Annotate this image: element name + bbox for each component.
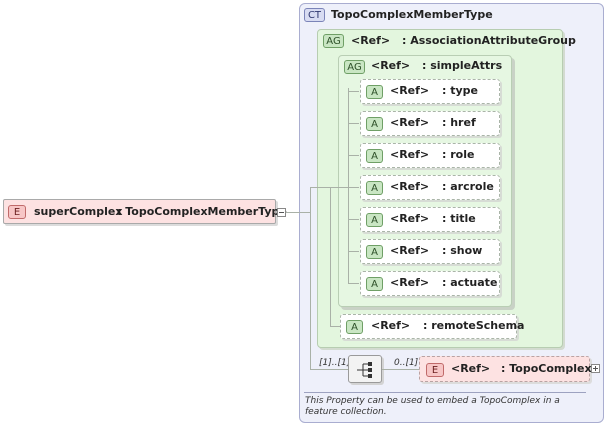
element-super-complex[interactable]: E superComplex : TopoComplexMemberType — [3, 199, 287, 224]
attribute-badge: A — [366, 149, 383, 163]
attribute-badge: A — [366, 245, 383, 259]
attrs-connector-4 — [348, 219, 359, 220]
attribute-remote-schema[interactable]: A <Ref> : remoteSchema — [340, 314, 524, 339]
simple-attrs-ref: <Ref> — [371, 59, 411, 72]
attribute-ref: <Ref> — [390, 244, 430, 257]
attrs-connector-5 — [348, 251, 359, 252]
attribute-name: : arcrole — [442, 180, 494, 193]
attribute-type[interactable]: A <Ref> : type — [360, 79, 500, 104]
attribute-ref: <Ref> — [390, 180, 430, 193]
attrs-connector-6 — [348, 283, 359, 284]
association-group-name: : AssociationAttributeGroup — [402, 34, 576, 47]
attribute-title[interactable]: A <Ref> : title — [360, 207, 500, 232]
attribute-badge: A — [366, 277, 383, 291]
attribute-name: : type — [442, 84, 478, 97]
root-to-sequence-connector — [310, 369, 348, 370]
root-connector — [286, 212, 310, 213]
attribute-name: : role — [442, 148, 475, 161]
root-to-groups-connector — [310, 187, 330, 188]
ct-connector-vertical — [330, 187, 331, 327]
attribute-name: : show — [442, 244, 483, 257]
element-name: superComplex — [34, 205, 123, 218]
attribute-name: : title — [442, 212, 476, 225]
simple-attrs-badge: AG — [344, 60, 365, 74]
attrs-connector-2 — [348, 155, 359, 156]
documentation-divider — [304, 392, 586, 393]
collapse-toggle-bar — [279, 212, 284, 213]
attribute-show[interactable]: A <Ref> : show — [360, 239, 500, 264]
sequence-compositor[interactable] — [348, 355, 382, 383]
sequence-to-element-connector — [382, 369, 419, 370]
association-group-ref: <Ref> — [351, 34, 391, 47]
complex-type-name: TopoComplexMemberType — [331, 8, 493, 21]
topo-complex-name: : TopoComplex — [501, 362, 592, 375]
sequence-icon — [357, 362, 372, 378]
root-connector-vertical — [310, 187, 311, 369]
remote-schema-connector — [330, 326, 340, 327]
sequence-multiplicity: [1]..[1] — [319, 358, 351, 368]
remote-schema-name: : remoteSchema — [423, 319, 525, 332]
expand-toggle-icon[interactable] — [591, 364, 600, 373]
attribute-actuate[interactable]: A <Ref> : actuate — [360, 271, 500, 296]
element-type: : TopoComplexMemberType — [117, 205, 287, 218]
topo-complex-badge: E — [426, 363, 444, 377]
attribute-badge: A — [366, 213, 383, 227]
topo-complex-ref: <Ref> — [451, 362, 491, 375]
simple-attrs-name: : simpleAttrs — [422, 59, 503, 72]
element-badge: E — [8, 205, 26, 219]
attribute-ref: <Ref> — [390, 276, 430, 289]
element-topo-complex[interactable]: E <Ref> : TopoComplex — [419, 356, 592, 382]
attribute-name: : actuate — [442, 276, 498, 289]
remote-schema-ref: <Ref> — [371, 319, 411, 332]
attribute-badge: A — [366, 117, 383, 131]
attribute-href[interactable]: A <Ref> : href — [360, 111, 500, 136]
remote-schema-badge: A — [346, 320, 363, 334]
complex-type-badge: CT — [304, 8, 325, 22]
attribute-ref: <Ref> — [390, 212, 430, 225]
association-group-badge: AG — [323, 34, 344, 48]
attribute-ref: <Ref> — [390, 148, 430, 161]
attrs-connector-0 — [348, 91, 359, 92]
attribute-role[interactable]: A <Ref> : role — [360, 143, 500, 168]
attrs-connector-3 — [330, 187, 359, 188]
attribute-badge: A — [366, 85, 383, 99]
attribute-ref: <Ref> — [390, 116, 430, 129]
topo-complex-multiplicity: 0..[1] — [394, 358, 419, 368]
attribute-ref: <Ref> — [390, 84, 430, 97]
documentation-text: This Property can be used to embed a Top… — [305, 396, 560, 417]
attribute-badge: A — [366, 181, 383, 195]
attribute-name: : href — [442, 116, 476, 129]
attribute-arcrole[interactable]: A <Ref> : arcrole — [360, 175, 500, 200]
attrs-connector-1 — [348, 123, 359, 124]
attrs-connector-vertical — [348, 88, 349, 283]
